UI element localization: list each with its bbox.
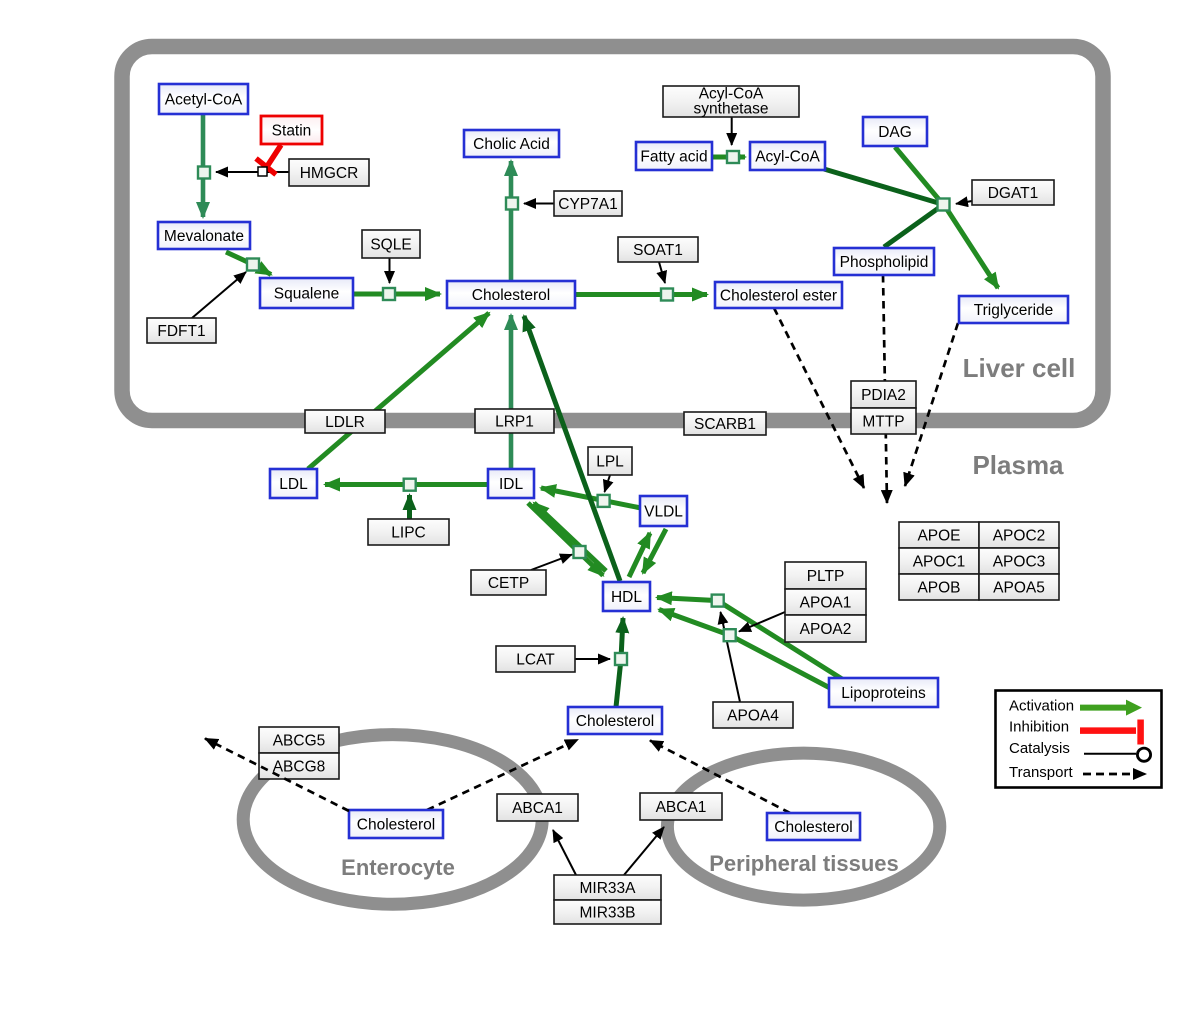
svg-text:ABCG8: ABCG8 xyxy=(273,759,326,776)
svg-text:Acetyl-CoA: Acetyl-CoA xyxy=(165,92,243,109)
svg-text:DAG: DAG xyxy=(878,124,912,141)
svg-text:HDL: HDL xyxy=(611,589,642,606)
svg-text:LRP1: LRP1 xyxy=(495,414,534,431)
svg-text:HMGCR: HMGCR xyxy=(300,165,359,182)
svg-text:PDIA2: PDIA2 xyxy=(861,387,906,404)
svg-text:Cholesterol: Cholesterol xyxy=(774,819,852,836)
svg-text:APOB: APOB xyxy=(917,580,960,597)
svg-text:Cholesterol: Cholesterol xyxy=(576,713,654,730)
svg-text:APOE: APOE xyxy=(917,528,960,545)
svg-text:Peripheral tissues: Peripheral tissues xyxy=(709,851,899,876)
svg-text:APOC2: APOC2 xyxy=(993,528,1046,545)
svg-text:Lipoproteins: Lipoproteins xyxy=(841,685,926,702)
svg-text:Mevalonate: Mevalonate xyxy=(164,228,244,245)
svg-text:SQLE: SQLE xyxy=(370,237,411,254)
svg-text:VLDL: VLDL xyxy=(644,504,683,521)
svg-text:Transport: Transport xyxy=(1009,764,1073,781)
svg-text:LDL: LDL xyxy=(279,476,308,493)
svg-text:Fatty acid: Fatty acid xyxy=(640,149,707,166)
svg-text:CYP7A1: CYP7A1 xyxy=(558,196,617,213)
svg-text:Inhibition: Inhibition xyxy=(1009,719,1069,736)
svg-text:ABCA1: ABCA1 xyxy=(512,800,563,817)
svg-text:MIR33A: MIR33A xyxy=(580,880,637,897)
svg-text:SOAT1: SOAT1 xyxy=(633,242,683,259)
svg-text:LIPC: LIPC xyxy=(391,525,425,542)
svg-text:APOC3: APOC3 xyxy=(993,554,1046,571)
svg-text:LDLR: LDLR xyxy=(325,414,365,431)
svg-text:APOA1: APOA1 xyxy=(800,595,852,612)
svg-text:Plasma: Plasma xyxy=(972,450,1064,480)
svg-text:Cholesterol ester: Cholesterol ester xyxy=(720,288,837,305)
svg-text:LCAT: LCAT xyxy=(516,652,555,669)
svg-text:Statin: Statin xyxy=(272,123,312,140)
svg-text:Phospholipid: Phospholipid xyxy=(840,254,929,271)
svg-text:Acyl-CoA: Acyl-CoA xyxy=(755,149,820,166)
svg-text:SCARB1: SCARB1 xyxy=(694,416,756,433)
svg-text:APOA4: APOA4 xyxy=(727,708,779,725)
svg-text:LPL: LPL xyxy=(596,454,624,471)
svg-text:Acyl-CoA: Acyl-CoA xyxy=(699,86,764,103)
svg-text:MTTP: MTTP xyxy=(862,414,904,431)
svg-text:IDL: IDL xyxy=(499,476,524,493)
svg-text:Cholic Acid: Cholic Acid xyxy=(473,136,550,153)
svg-text:Squalene: Squalene xyxy=(274,286,340,303)
svg-text:Enterocyte: Enterocyte xyxy=(341,855,455,880)
svg-text:Cholesterol: Cholesterol xyxy=(357,817,435,834)
svg-text:synthetase: synthetase xyxy=(694,101,769,118)
svg-text:Liver cell: Liver cell xyxy=(963,353,1076,383)
svg-text:FDFT1: FDFT1 xyxy=(157,323,205,340)
svg-text:APOC1: APOC1 xyxy=(913,554,966,571)
svg-text:Catalysis: Catalysis xyxy=(1009,740,1070,757)
svg-text:Cholesterol: Cholesterol xyxy=(472,287,550,304)
svg-text:DGAT1: DGAT1 xyxy=(988,185,1039,202)
svg-text:MIR33B: MIR33B xyxy=(580,905,636,922)
svg-text:PLTP: PLTP xyxy=(807,568,845,585)
svg-text:APOA2: APOA2 xyxy=(800,621,852,638)
svg-text:Triglyceride: Triglyceride xyxy=(974,302,1054,319)
svg-text:Activation: Activation xyxy=(1009,698,1074,715)
svg-text:APOA5: APOA5 xyxy=(993,580,1045,597)
svg-text:ABCG5: ABCG5 xyxy=(273,733,326,750)
svg-text:CETP: CETP xyxy=(488,575,529,592)
svg-text:ABCA1: ABCA1 xyxy=(656,799,707,816)
